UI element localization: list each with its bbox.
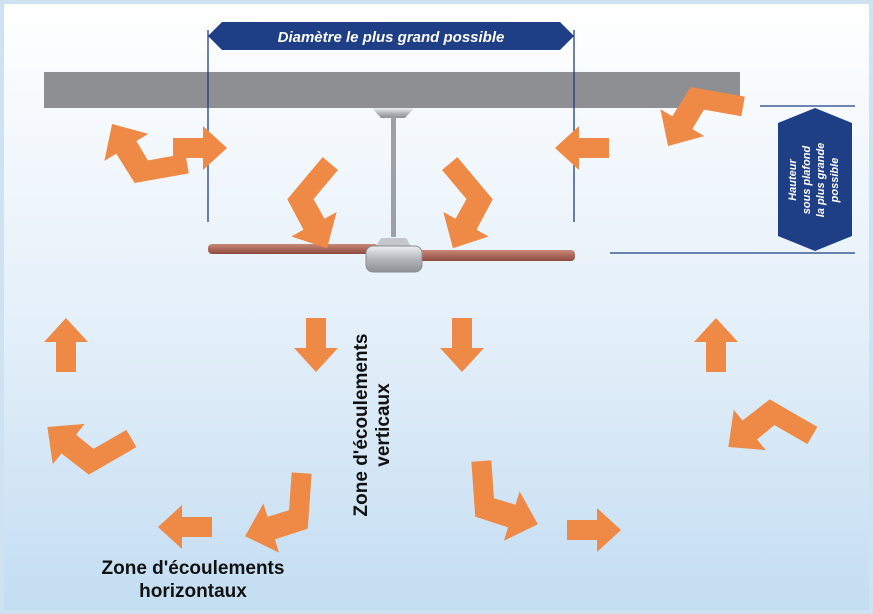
vertical-zone-label: Zone d'écoulements verticaux <box>351 334 394 517</box>
diameter-label: Diamètre le plus grand possible <box>278 29 505 46</box>
height-label-line4: possible <box>829 158 841 204</box>
horizontal-zone-label-line2: horizontaux <box>139 581 247 602</box>
fan-blade-left <box>208 244 378 254</box>
vertical-zone-label-line2: verticaux <box>373 383 394 467</box>
fan-canopy <box>372 108 414 118</box>
height-badge: Hauteur sous plafond la plus grande poss… <box>778 108 852 251</box>
vertical-zone-label-line1: Zone d'écoulements <box>351 334 372 517</box>
height-label-line3: la plus grande <box>815 143 827 218</box>
fan-downrod <box>391 117 396 237</box>
ceiling-fan-icon <box>208 108 575 273</box>
diameter-badge: Diamètre le plus grand possible <box>208 22 574 50</box>
horizontal-zone-label-line1: Zone d'écoulements <box>102 558 285 579</box>
height-label-line2: sous plafond <box>801 146 813 215</box>
fan-motor-housing <box>365 245 423 273</box>
fan-blade-right <box>410 250 575 261</box>
ceiling-slab <box>44 72 740 108</box>
height-label-line1: Hauteur <box>787 159 799 201</box>
